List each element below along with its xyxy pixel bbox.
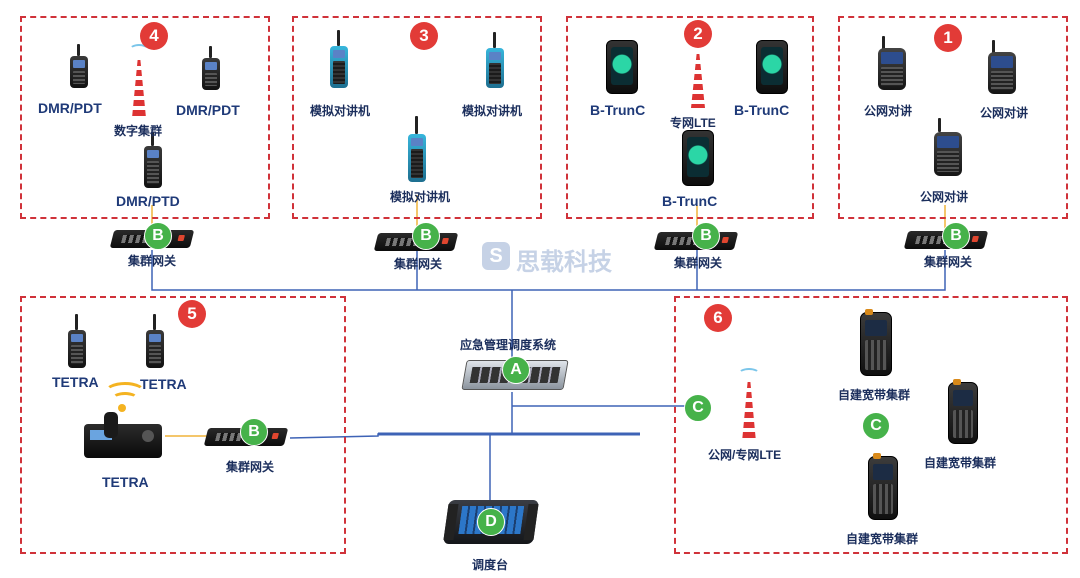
zone4-label-dmr-3: DMR/PTD xyxy=(116,193,180,209)
zone2-label-btrunc-2: B-TrunC xyxy=(734,102,790,118)
zone-1 xyxy=(838,16,1068,219)
zone1-label-public-3: 公网对讲 xyxy=(920,190,969,204)
analog-radio-icon xyxy=(408,116,426,182)
dmr-radio-icon xyxy=(70,44,88,88)
gateway-label: 集群网关 xyxy=(394,257,443,271)
zone-4 xyxy=(20,16,270,219)
zone5-label-tetra-1: TETRA xyxy=(52,374,99,390)
gateway-badge-b: B xyxy=(240,418,268,446)
zone3-label-analog-1: 模拟对讲机 xyxy=(310,104,371,118)
zone3-label-analog-2: 模拟对讲机 xyxy=(462,104,523,118)
cell-tower-icon xyxy=(126,44,152,118)
zone6-label-broadband-1: 自建宽带集群 xyxy=(838,388,911,402)
wifi-signal-icon xyxy=(104,382,146,403)
public-radio-icon xyxy=(988,40,1016,94)
smartphone-icon xyxy=(682,130,714,186)
gateway-badge-b: B xyxy=(692,222,720,250)
zone-number-6: 6 xyxy=(704,304,732,332)
zone1-label-public-1: 公网对讲 xyxy=(864,104,913,118)
zone4-label-trunk: 数字集群 xyxy=(114,124,163,138)
watermark-logo: S xyxy=(482,242,510,270)
zone2-label-btrunc-3: B-TrunC xyxy=(662,193,718,209)
rugged-phone-icon xyxy=(860,309,892,376)
zone-number-2: 2 xyxy=(684,20,712,48)
gateway-label: 集群网关 xyxy=(128,254,177,268)
gateway-badge-b: B xyxy=(942,222,970,250)
zone3-label-analog-3: 模拟对讲机 xyxy=(390,190,451,204)
zone-3 xyxy=(292,16,542,219)
gateway-badge-b: B xyxy=(144,222,172,250)
zone6-label-lte: 公网/专网LTE xyxy=(708,448,782,462)
rugged-phone-icon xyxy=(868,453,898,520)
dmr-radio-icon xyxy=(202,46,220,90)
zone5-label-tetra-2: TETRA xyxy=(140,376,187,392)
zone2-label-lte: 专网LTE xyxy=(670,116,716,130)
zone-number-1: 1 xyxy=(934,24,962,52)
zone-number-5: 5 xyxy=(178,300,206,328)
console-label: 调度台 xyxy=(472,558,509,572)
mobile-radio-icon xyxy=(84,424,162,458)
smartphone-icon xyxy=(756,40,788,94)
cell-tower-icon xyxy=(686,50,710,108)
watermark-text: 思载科技 xyxy=(516,248,612,276)
wifi-dot-icon xyxy=(118,404,126,412)
wifi-signal-icon xyxy=(112,392,138,405)
handset-icon xyxy=(104,412,118,438)
zone-number-3: 3 xyxy=(410,22,438,50)
gateway-label: 集群网关 xyxy=(674,256,723,270)
gateway-badge-b: B xyxy=(412,222,440,250)
server-badge-a: A xyxy=(502,356,530,384)
console-badge-d: D xyxy=(477,508,505,536)
zone6-label-broadband-3: 自建宽带集群 xyxy=(846,532,919,546)
zone1-label-public-2: 公网对讲 xyxy=(980,106,1029,120)
public-radio-icon xyxy=(934,118,962,176)
zone-2 xyxy=(566,16,814,219)
gateway-label: 集群网关 xyxy=(226,460,275,474)
zone-number-4: 4 xyxy=(140,22,168,50)
smartphone-icon xyxy=(606,40,638,94)
zone4-label-dmr-2: DMR/PDT xyxy=(176,102,240,118)
cell-tower-icon xyxy=(736,368,762,442)
public-radio-icon xyxy=(878,36,906,90)
zone-6 xyxy=(674,296,1068,554)
lte-link-badge-c: C xyxy=(684,394,712,422)
zone6-label-broadband-2: 自建宽带集群 xyxy=(924,456,997,470)
tetra-radio-icon xyxy=(68,314,86,368)
zone5-label-tetra-3: TETRA xyxy=(102,474,149,490)
zone-5 xyxy=(20,296,346,554)
gateway-label: 集群网关 xyxy=(924,255,973,269)
dmr-radio-icon xyxy=(144,132,162,188)
rugged-phone-icon xyxy=(948,379,978,444)
zone4-label-dmr-1: DMR/PDT xyxy=(38,100,102,116)
broadband-badge-c: C xyxy=(862,412,890,440)
analog-radio-icon xyxy=(330,30,348,88)
zone2-label-btrunc-1: B-TrunC xyxy=(590,102,646,118)
analog-radio-icon xyxy=(486,32,504,88)
server-label: 应急管理调度系统 xyxy=(460,338,557,352)
tetra-radio-icon xyxy=(146,314,164,368)
